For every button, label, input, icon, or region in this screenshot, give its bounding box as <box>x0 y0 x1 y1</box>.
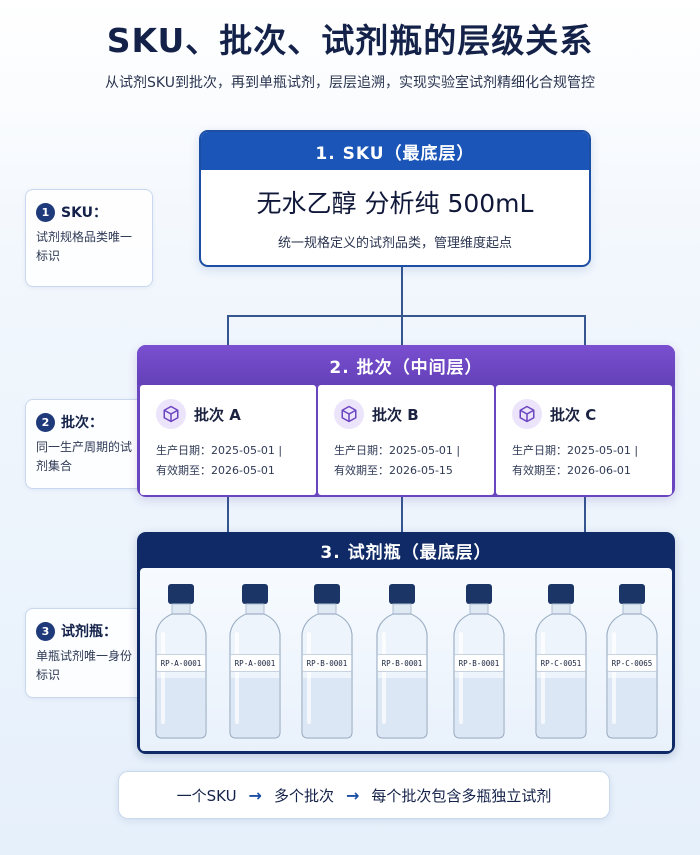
bottle-id-label: RP-A-0001 <box>156 654 206 672</box>
batch-production-date: 生产日期：2025-05-01 | <box>156 444 283 457</box>
cube-icon <box>334 399 364 429</box>
bottle-area: RP-A-0001 RP-A-0001 RP-B-0001 <box>140 568 672 751</box>
connector-bottle-c <box>584 497 586 533</box>
bottle-id-label: RP-B-0001 <box>454 654 504 672</box>
side-note-desc: 同一生产周期的试剂集合 <box>36 440 133 473</box>
summary-step-bottles: 每个批次包含多瓶独立试剂 <box>371 786 552 805</box>
cube-icon <box>156 399 186 429</box>
connector-batch-c <box>584 315 586 346</box>
side-note-title: SKU： <box>61 205 108 221</box>
reagent-bottle: RP-C-0065 <box>603 582 661 742</box>
summary-bar: 一个SKU → 多个批次 → 每个批次包含多瓶独立试剂 <box>118 771 610 819</box>
connector-sku-down <box>401 267 403 316</box>
connector-batch-horizontal <box>227 315 586 317</box>
summary-step-batches: 多个批次 <box>273 786 334 805</box>
side-note-desc: 试剂规格品类唯一标识 <box>36 230 133 263</box>
reagent-bottle: RP-B-0001 <box>373 582 431 742</box>
bottle-header: 3. 试剂瓶（最底层） <box>320 542 492 563</box>
step-number-badge: 3 <box>36 621 55 641</box>
step-number-badge: 1 <box>36 202 55 222</box>
summary-step-sku: 一个SKU <box>176 786 237 805</box>
bottle-id-label: RP-C-0051 <box>536 654 586 672</box>
batch-expiry-date: 有效期至：2026-05-01 <box>156 464 275 477</box>
reagent-bottle: RP-A-0001 <box>226 582 284 742</box>
bottle-id-label: RP-A-0001 <box>230 654 280 672</box>
sku-header: 1. SKU（最底层） <box>201 132 589 170</box>
batch-production-date: 生产日期：2025-05-01 | <box>512 444 639 457</box>
connector-batch-b <box>401 315 403 346</box>
batch-card-b: 批次 B 生产日期：2025-05-01 | 有效期至：2026-05-15 <box>318 385 494 495</box>
sku-name: 无水乙醇 分析纯 500mL <box>256 189 534 218</box>
bottle-section: 3. 试剂瓶（最底层） RP-A-0001 RP-A-0001 <box>137 532 675 754</box>
sku-desc: 统一规格定义的试剂品类，管理维度起点 <box>277 236 512 251</box>
bottle-id-label: RP-B-0001 <box>377 654 427 672</box>
side-note-batch: 2 批次： 同一生产周期的试剂集合 <box>25 399 153 489</box>
batch-card-a: 批次 A 生产日期：2025-05-01 | 有效期至：2026-05-01 <box>140 385 316 495</box>
batch-header: 2. 批次（中间层） <box>137 345 675 385</box>
bottle-id-label: RP-B-0001 <box>302 654 352 672</box>
side-note-sku: 1 SKU： 试剂规格品类唯一标识 <box>25 189 153 287</box>
sku-box: 1. SKU（最底层） 无水乙醇 分析纯 500mL 统一规格定义的试剂品类，管… <box>199 130 591 267</box>
reagent-bottle: RP-B-0001 <box>298 582 356 742</box>
bottle-id-label: RP-C-0065 <box>607 654 657 672</box>
batch-name: 批次 A <box>194 405 241 424</box>
page-title: SKU、批次、试剂瓶的层级关系 <box>106 21 594 60</box>
batch-section: 2. 批次（中间层） 批次 A 生产日期：2025-05-01 | 有效期至：2… <box>137 345 675 497</box>
side-note-bottle: 3 试剂瓶： 单瓶试剂唯一身份标识 <box>25 608 153 698</box>
reagent-bottle: RP-A-0001 <box>152 582 210 742</box>
batch-name: 批次 C <box>550 405 597 424</box>
batch-production-date: 生产日期：2025-05-01 | <box>334 444 461 457</box>
step-number-badge: 2 <box>36 412 55 432</box>
cube-icon <box>512 399 542 429</box>
reagent-bottle: RP-B-0001 <box>450 582 508 742</box>
batch-expiry-date: 有效期至：2026-06-01 <box>512 464 631 477</box>
batch-name: 批次 B <box>372 405 419 424</box>
connector-bottle-b <box>401 497 403 533</box>
side-note-title: 试剂瓶： <box>61 624 117 640</box>
side-note-desc: 单瓶试剂唯一身份标识 <box>36 649 133 682</box>
reagent-bottle: RP-C-0051 <box>532 582 590 742</box>
arrow-right-icon: → <box>248 785 262 805</box>
batch-card-c: 批次 C 生产日期：2025-05-01 | 有效期至：2026-06-01 <box>496 385 672 495</box>
page-subtitle: 从试剂SKU到批次，再到单瓶试剂，层层追溯，实现实验室试剂精细化合规管控 <box>105 75 595 91</box>
arrow-right-icon: → <box>345 785 360 805</box>
connector-bottle-a <box>227 497 229 533</box>
connector-batch-a <box>227 315 229 346</box>
side-note-title: 批次： <box>61 415 103 431</box>
batch-expiry-date: 有效期至：2026-05-15 <box>334 464 453 477</box>
